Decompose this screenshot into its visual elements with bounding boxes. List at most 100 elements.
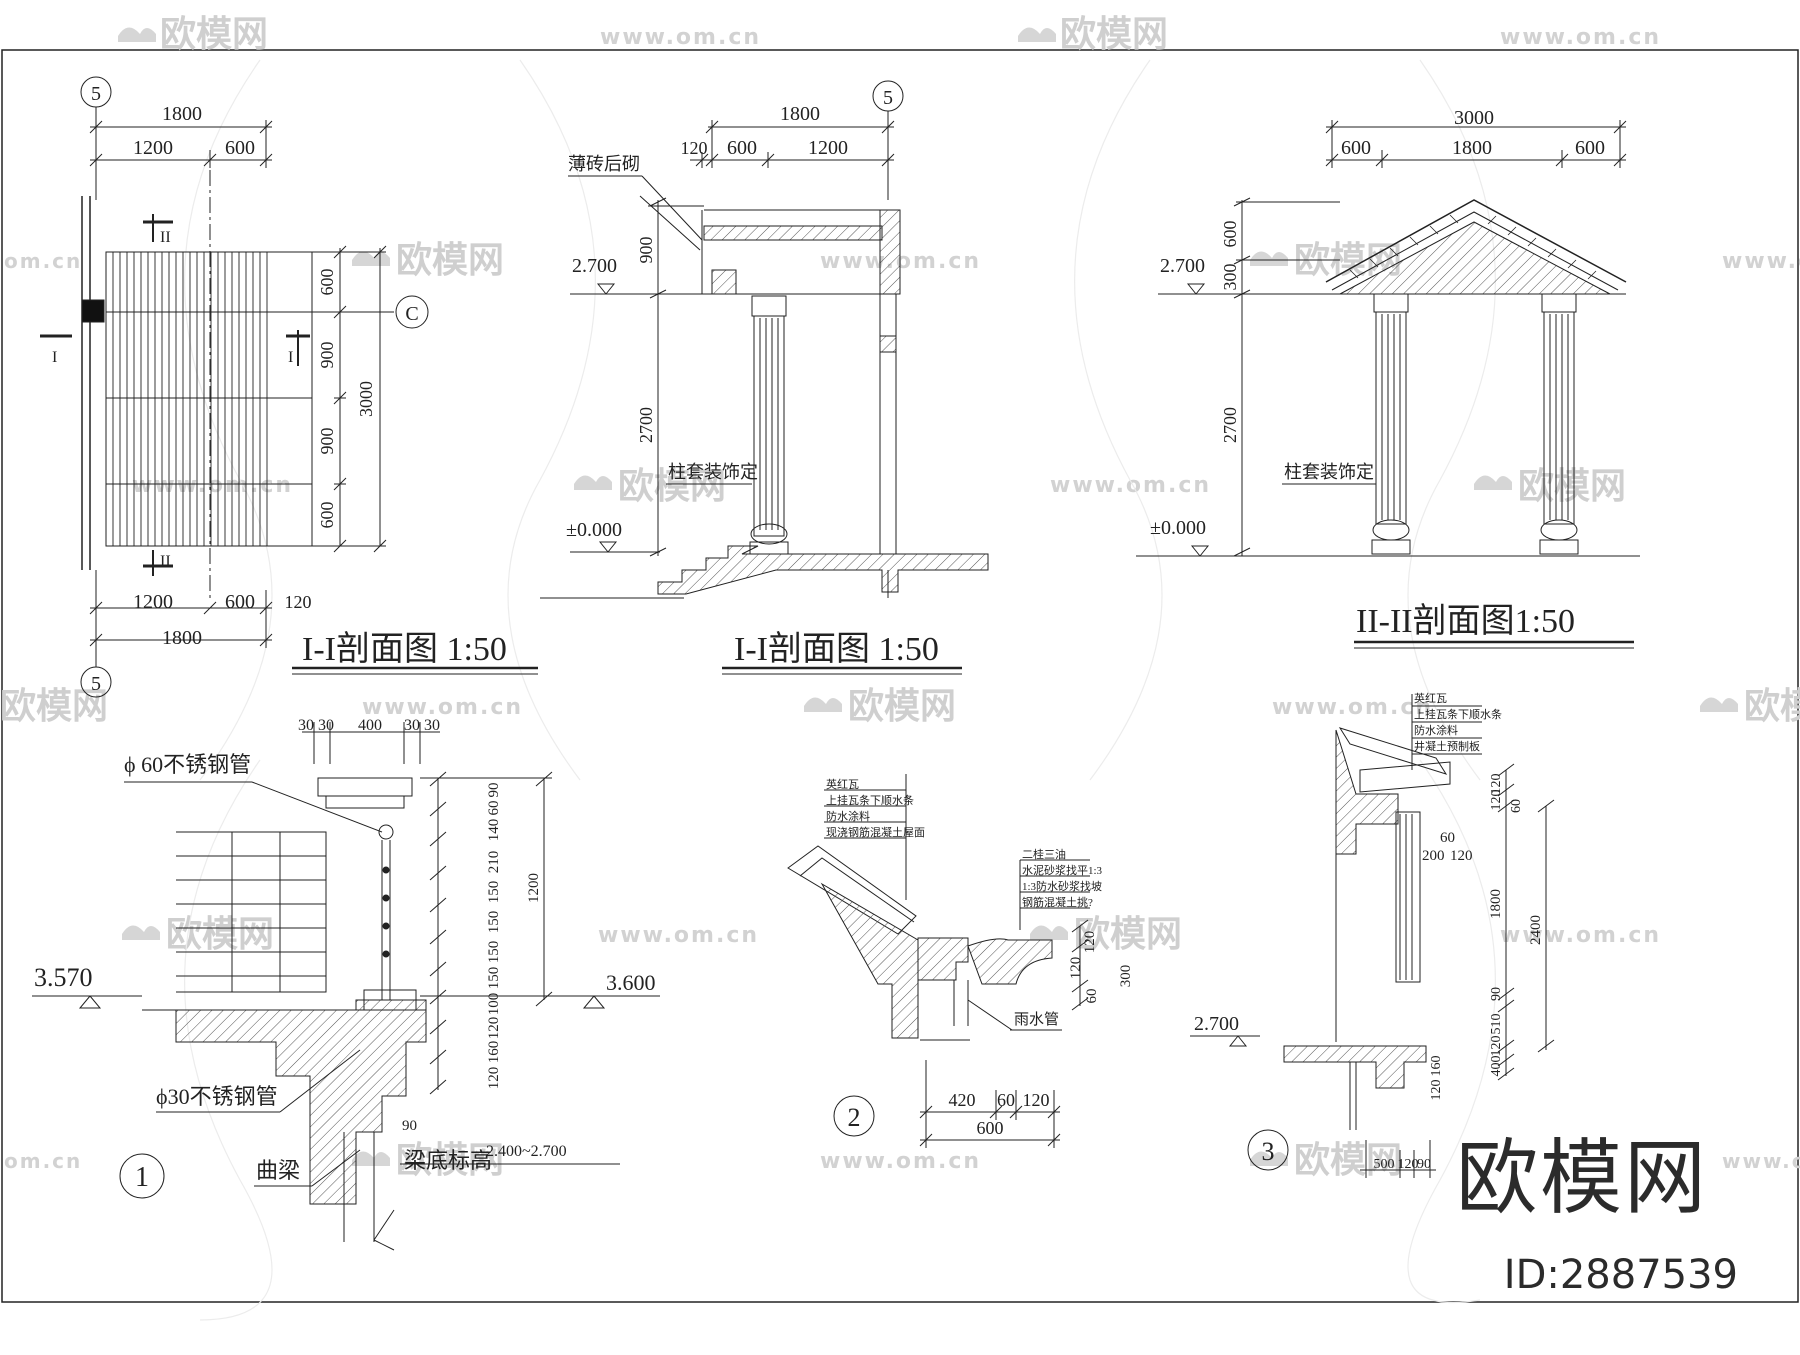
dim-text: 1800 — [162, 103, 202, 125]
svg-text:欧模网: 欧模网 — [396, 1140, 504, 1181]
view-title: I-I剖面图 1:50 — [734, 630, 939, 668]
dim-text: 120 — [681, 138, 708, 158]
dim-text: 1200 — [808, 137, 848, 159]
layer-label: 钢筋混凝土挑? — [1022, 895, 1093, 909]
layer-label: 上挂瓦条下顺水条 — [1414, 707, 1502, 721]
dim-text: 300 — [1220, 264, 1240, 291]
dim-text: 1200 — [526, 873, 542, 903]
callout-label: 曲梁 — [256, 1158, 300, 1183]
watermark-item: www.om.cn — [1722, 249, 1800, 274]
svg-text:www.om.cn: www.om.cn — [598, 923, 759, 948]
dim-text: 120 — [1450, 848, 1473, 864]
watermark-item: 欧模网 — [352, 240, 504, 281]
dim-text: 2700 — [636, 407, 656, 443]
svg-text:om.cn: om.cn — [4, 1149, 82, 1173]
svg-text:欧模网: 欧模网 — [1744, 686, 1800, 727]
watermark-item: 欧模网 — [118, 14, 268, 55]
dim-text: 300 — [1118, 965, 1134, 988]
dim-text: 120 — [486, 1067, 502, 1090]
dim-text: 1800 — [162, 627, 202, 649]
detail-2-view: 英红瓦 上挂瓦条下顺水条 防水涂料 现浇钢筋混凝土屋面 二桂三油 水泥砂浆找平1… — [787, 774, 1134, 1148]
dim-text: 60 — [1084, 989, 1100, 1004]
dim-text: 500 — [1374, 1157, 1395, 1172]
axis-label: 5 — [883, 87, 893, 109]
svg-text:www.om.cn: www.om.cn — [820, 249, 981, 274]
dim-text: 600 — [1575, 137, 1605, 159]
dim-text: 1800 — [780, 103, 820, 125]
layer-label: 1:3防水砂浆找坡 — [1022, 879, 1102, 893]
dim-text: 60 — [1440, 830, 1455, 846]
watermark-item: www.om.cn — [362, 695, 523, 720]
watermark-item: 欧模网 — [1018, 14, 1168, 55]
dim-text: 120 — [285, 592, 312, 612]
brand-logo-text: 欧模网 — [1455, 1131, 1708, 1226]
dim-text: 600 — [977, 1118, 1004, 1138]
section-mark-label: II — [160, 229, 171, 246]
dim-text: 900 — [317, 342, 337, 369]
svg-text:欧模网: 欧模网 — [0, 686, 108, 727]
watermark-item: om.cn — [4, 1149, 82, 1173]
dim-text: 30 — [424, 717, 440, 734]
layer-label: 防水涂料 — [826, 809, 870, 823]
dim-text: 1200 — [133, 591, 173, 613]
dim-text: 30 — [318, 717, 334, 734]
dim-text: 60 — [1509, 799, 1524, 813]
watermark-item: 欧模网 — [352, 1140, 504, 1181]
dim-text: 600 — [1341, 137, 1371, 159]
watermark-item: www.om.cn — [820, 249, 981, 274]
dim-text: 120 — [1082, 931, 1098, 954]
dim-text: 510 — [1489, 1014, 1504, 1035]
dim-text: 140 — [486, 819, 502, 842]
elevation-label: ±0.000 — [1150, 517, 1206, 539]
dim-text: 1200 — [133, 137, 173, 159]
callout-label: 柱套装饰定 — [668, 462, 758, 482]
section-mark-label: II — [160, 553, 171, 570]
detail-number: 3 — [1262, 1137, 1275, 1166]
svg-text:欧模网: 欧模网 — [1294, 1140, 1402, 1181]
watermark-item: www.om.cn — [1722, 1149, 1800, 1173]
dim-text: 1800 — [1452, 137, 1492, 159]
layer-label: 现浇钢筋混凝土屋面 — [826, 825, 925, 839]
svg-text:欧模网: 欧模网 — [166, 914, 274, 955]
dim-text: 90 — [402, 1118, 417, 1134]
dim-text: 900 — [317, 428, 337, 455]
dim-text: 90 — [1417, 1157, 1431, 1172]
dim-text: 600 — [225, 591, 255, 613]
svg-text:www.om.cn: www.om.cn — [362, 695, 523, 720]
svg-text:欧模网: 欧模网 — [618, 466, 726, 507]
dim-text: 150 — [486, 881, 502, 904]
callout-label: 2.400~2.700 — [486, 1143, 567, 1160]
dim-text: 120 — [1489, 774, 1504, 795]
dim-text: 120 — [1489, 1036, 1504, 1057]
svg-text:www.om.cn: www.om.cn — [820, 1149, 981, 1174]
brand-id-text: ID:2887539 — [1503, 1252, 1738, 1298]
elevation-label: 2.700 — [1194, 1013, 1239, 1035]
axis-label-bottom: 5 — [91, 673, 101, 695]
svg-text:欧模网: 欧模网 — [1074, 914, 1182, 955]
dim-text: 210 — [486, 851, 502, 874]
dim-text: 1800 — [1488, 889, 1504, 919]
dim-text: 120 — [1023, 1090, 1050, 1110]
dim-text: 150 — [486, 941, 502, 964]
watermark-item: 欧模网 — [122, 914, 274, 955]
layer-label: 防水涂料 — [1414, 723, 1458, 737]
view-title: I-I剖面图 1:50 — [302, 630, 507, 668]
section-mark-label: I — [52, 349, 57, 366]
watermark-item: om.cn — [4, 249, 80, 273]
layer-label: 英红瓦 — [826, 777, 859, 791]
axis-bubble-right — [395, 295, 429, 329]
watermark-item: www.om.cn — [598, 923, 759, 948]
svg-text:www.om.cn: www.om.cn — [1500, 25, 1661, 50]
callout-label: 雨水管 — [1014, 1011, 1059, 1028]
watermark-item: www.om.cn — [820, 1149, 981, 1174]
section-1-view: 5 1800 120 600 1200 薄砖后砌 900 2700 2.700 … — [540, 80, 989, 675]
watermark-item: 欧模网 — [0, 686, 108, 727]
detail-3-view: 英红瓦 上挂瓦条下顺水条 防水涂料 井凝土预制板 2.700 120 120 6… — [1190, 691, 1555, 1178]
callout-label: 梁底标高 — [404, 1148, 492, 1173]
dim-text: 600 — [317, 502, 337, 529]
sheet-border — [1, 49, 1799, 1303]
dim-text: 160 — [486, 1041, 502, 1064]
dim-text: 400 — [358, 717, 382, 734]
